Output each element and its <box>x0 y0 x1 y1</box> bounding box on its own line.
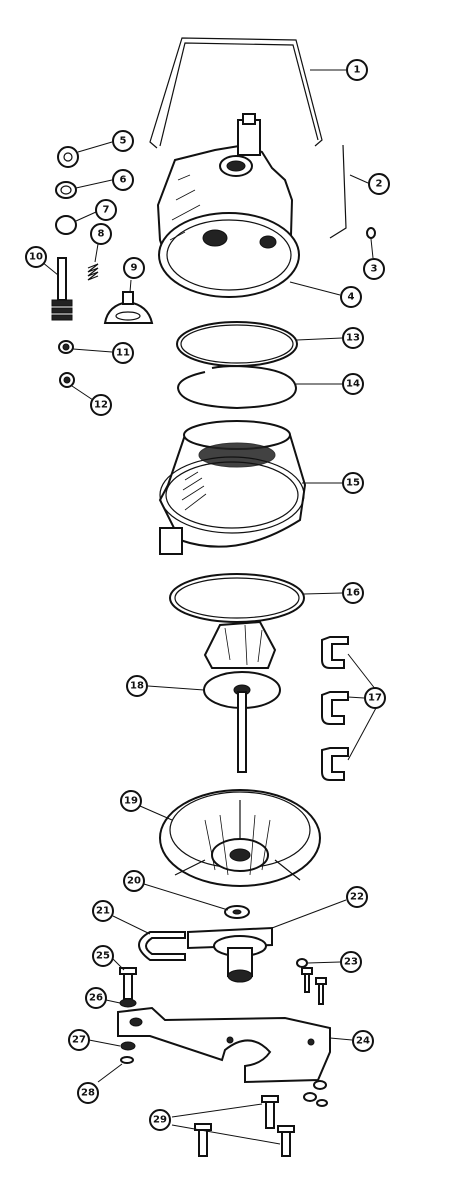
callout-24: 24 <box>352 1030 374 1052</box>
callout-1: 1 <box>346 59 368 81</box>
lower-housing <box>158 420 342 555</box>
callout-9: 9 <box>123 257 145 279</box>
svg-text:15: 15 <box>346 478 360 489</box>
svg-text:7: 7 <box>103 205 110 216</box>
l-pin <box>329 144 369 239</box>
svg-text:12: 12 <box>94 400 108 411</box>
svg-text:28: 28 <box>81 1088 95 1099</box>
o-ring-large <box>169 573 343 623</box>
small-nut-2 <box>59 372 94 401</box>
svg-text:29: 29 <box>153 1115 167 1126</box>
bolts <box>88 957 328 1157</box>
callout-22: 22 <box>346 886 368 908</box>
svg-text:11: 11 <box>116 348 130 359</box>
callout-4: 4 <box>340 286 362 308</box>
callout-6: 6 <box>112 169 134 191</box>
spring-clips <box>321 636 377 781</box>
wire-bail <box>149 37 346 149</box>
split-ring <box>176 364 342 410</box>
o-ring-small <box>55 211 97 235</box>
bearing-housing <box>187 899 347 983</box>
ring-upper <box>176 321 343 367</box>
svg-text:21: 21 <box>96 906 110 917</box>
impeller-shaft <box>147 620 281 773</box>
star-washer <box>57 141 113 168</box>
svg-text:2: 2 <box>376 179 383 190</box>
callout-14: 14 <box>342 373 364 395</box>
nut-23 <box>296 958 341 968</box>
callout-18: 18 <box>126 675 148 697</box>
callout-7: 7 <box>95 199 117 221</box>
svg-text:19: 19 <box>124 796 138 807</box>
valve-stem <box>41 257 73 321</box>
callout-10: 10 <box>25 246 47 268</box>
svg-text:20: 20 <box>127 876 141 887</box>
callout-3: 3 <box>363 258 385 280</box>
callout-8: 8 <box>90 223 112 245</box>
callout-23: 23 <box>340 951 362 973</box>
callout-26: 26 <box>85 987 107 1009</box>
motor-base <box>139 789 321 887</box>
svg-text:4: 4 <box>348 292 355 303</box>
svg-text:1: 1 <box>354 65 361 76</box>
callout-29: 29 <box>149 1109 171 1131</box>
mounting-bracket <box>117 1006 353 1084</box>
small-grommet <box>58 340 113 354</box>
svg-text:27: 27 <box>72 1035 86 1046</box>
callout-27: 27 <box>68 1029 90 1051</box>
callout-15: 15 <box>342 472 364 494</box>
svg-text:9: 9 <box>131 263 138 274</box>
callout-2: 2 <box>368 173 390 195</box>
svg-text:6: 6 <box>120 175 127 186</box>
svg-text:22: 22 <box>350 892 364 903</box>
callout-16: 16 <box>342 582 364 604</box>
svg-text:18: 18 <box>130 681 144 692</box>
callout-11: 11 <box>112 342 134 364</box>
washer <box>143 883 250 919</box>
callout-20: 20 <box>123 870 145 892</box>
svg-text:25: 25 <box>96 951 110 962</box>
svg-text:26: 26 <box>89 993 103 1004</box>
svg-text:10: 10 <box>29 252 43 263</box>
svg-text:17: 17 <box>368 693 382 704</box>
small-nut <box>366 227 376 259</box>
callout-25: 25 <box>92 945 114 967</box>
callout-5: 5 <box>112 130 134 152</box>
callout-28: 28 <box>77 1082 99 1104</box>
callout-19: 19 <box>120 790 142 812</box>
svg-text:13: 13 <box>346 333 360 344</box>
main-housing <box>156 113 341 298</box>
callout-13: 13 <box>342 327 364 349</box>
spring <box>87 243 99 281</box>
u-clip <box>112 915 186 961</box>
diaphragm-valve <box>103 279 154 324</box>
svg-text:24: 24 <box>356 1036 370 1047</box>
flat-washer <box>55 179 113 199</box>
svg-text:8: 8 <box>98 229 105 240</box>
callout-21: 21 <box>92 900 114 922</box>
svg-text:16: 16 <box>346 588 360 599</box>
svg-text:23: 23 <box>344 957 358 968</box>
svg-text:14: 14 <box>346 379 360 390</box>
callout-12: 12 <box>90 394 112 416</box>
svg-text:3: 3 <box>371 264 378 275</box>
svg-text:5: 5 <box>120 136 127 147</box>
callout-17: 17 <box>364 687 386 709</box>
